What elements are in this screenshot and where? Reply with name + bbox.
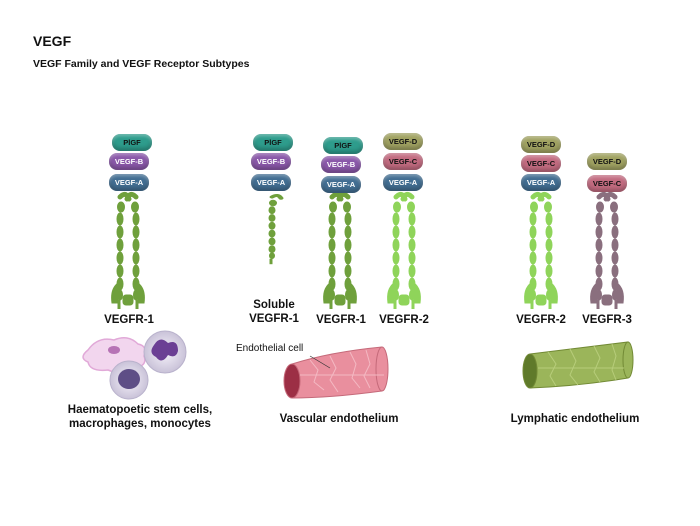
receptor-vegfr1-vascular [323,194,357,309]
hsc-label-line1: Haematopoetic stem cells, [67,404,213,416]
ligand-vegf-d: VEGF-D [521,136,561,153]
receptor-label-vegfr3-lymphatic: VEGFR-3 [582,314,632,326]
receptor-chain [329,194,341,309]
receptor-vegfr1-hsc [111,194,145,309]
monocyte-nucleus [151,339,178,361]
receptor-kinase-domain [590,281,624,304]
soluble-line1: Soluble [253,299,295,311]
stem-cell-nucleus [118,369,140,389]
ligand-vegf-d: VEGF-D [383,133,423,150]
endothelial-cell-callout: Endothelial cell [236,343,304,354]
vascular-vessel [283,346,389,399]
receptor-kinase-domain [387,281,421,304]
receptor-base [122,294,134,306]
receptor-kinase-domain [111,281,145,304]
lymphatic-vessel [522,341,634,389]
receptor-chain [339,194,351,309]
receptor-kinase-domain [323,281,357,304]
ligand-plgf: PlGF [112,134,152,151]
receptor-chain [393,194,405,309]
hsc-label: Haematopoetic stem cells, macrophages, m… [40,403,240,431]
receptor-vegfr3-lymphatic [590,194,624,309]
ligand-vegf-d: VEGF-D [587,153,627,170]
ligand-vegf-b: VEGF-B [109,153,149,170]
ligand-vegf-a: VEGF-A [521,174,561,191]
ligand-vegf-b: VEGF-B [321,156,361,173]
receptor-soluble-vegfr1 [269,195,281,264]
receptor-base [535,294,547,306]
page-title: VEGF [33,33,72,49]
ligand-vegf-a: VEGF-A [383,174,423,191]
receptor-kinase-domain [524,281,558,304]
receptor-base [334,294,346,306]
page-subtitle: VEGF Family and VEGF Receptor Subtypes [33,58,250,70]
receptor-chain [540,194,552,309]
receptor-chain [606,194,618,309]
receptor-chain [596,194,608,309]
hsc-label-line2: macrophages, monocytes [69,418,211,430]
haematopoetic-cells [82,330,187,400]
receptor-vegfr2-vascular [387,194,421,309]
receptor-vegfr2-lymphatic [524,194,558,309]
ligand-plgf: PlGF [323,137,363,154]
receptor-chain [117,194,129,309]
receptor-label-soluble: Soluble VEGFR-1 [229,298,319,326]
soluble-line2: VEGFR-1 [249,313,299,325]
receptor-label-vegfr1-hsc: VEGFR-1 [104,314,154,326]
receptor-label-vegfr2-lymphatic: VEGFR-2 [516,314,566,326]
ligand-vegf-a: VEGF-A [109,174,149,191]
receptor-chain [530,194,542,309]
receptor-label-vegfr1-vascular: VEGFR-1 [316,314,366,326]
ligand-vegf-a: VEGF-A [321,176,361,193]
ligand-vegf-c: VEGF-C [383,153,423,170]
receptor-base [601,294,613,306]
vascular-label: Vascular endothelium [279,413,399,425]
ligand-vegf-a: VEGF-A [251,174,291,191]
receptor-chain [403,194,415,309]
ligand-vegf-b: VEGF-B [251,153,291,170]
ligand-vegf-c: VEGF-C [521,155,561,172]
receptor-label-vegfr2-vascular: VEGFR-2 [379,314,429,326]
lymphatic-label: Lymphatic endothelium [510,413,640,425]
receptor-chain [127,194,139,309]
receptor-chain [269,195,281,264]
macrophage-nucleus [108,346,120,354]
ligand-plgf: PlGF [253,134,293,151]
ligand-vegf-c: VEGF-C [587,175,627,192]
receptor-base [398,294,410,306]
